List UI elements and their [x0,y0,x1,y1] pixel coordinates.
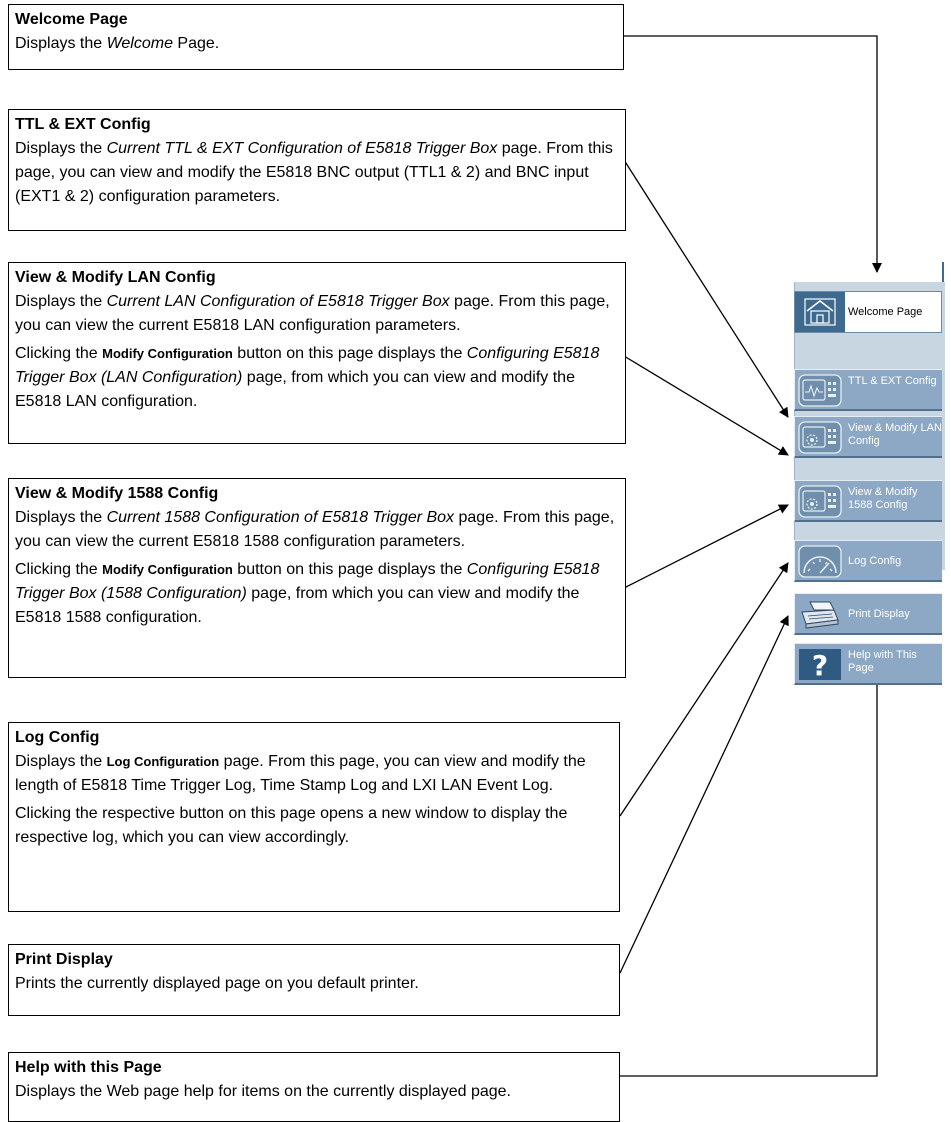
callout-print-display: Print Display Prints the currently displ… [8,944,620,1016]
callout-title: View & Modify LAN Config [15,269,216,286]
nav-welcome-page[interactable]: Welcome Page [794,291,942,333]
callout-text: Clicking the Modify Configuration button… [15,345,600,410]
callout-text: Displays the Current TTL & EXT Configura… [15,140,613,205]
leader-print [619,615,789,974]
leader-lan [623,355,789,456]
nav-label: TTL & EXT Config [848,375,937,387]
callout-text: Prints the currently displayed page on y… [15,975,419,992]
nav-label: View & Modify LAN Config [848,422,942,447]
nav-1588-config[interactable]: View & Modify 1588 Config [794,480,942,522]
svg-text:?: ? [812,649,828,681]
callout-ttl-ext-config: TTL & EXT Config Displays the Current TT… [8,109,626,231]
question-icon: ? [799,649,841,681]
home-icon [804,298,836,326]
gauge-icon [798,545,842,578]
callout-text: Clicking the respective button on this p… [15,805,568,846]
callout-title: Print Display [15,951,113,968]
callout-lan-config: View & Modify LAN Config Displays the Cu… [8,262,626,444]
callout-text: Clicking the Modify Configuration button… [15,561,600,626]
nav-print-display[interactable]: Print Display [794,593,942,635]
callout-text: Displays the Current 1588 Configuration … [15,509,615,550]
nav-label: View & Modify 1588 Config [848,486,918,511]
nav-label: Print Display [848,608,910,620]
leader-1588 [623,504,789,589]
callout-text: Displays the Current LAN Configuration o… [15,293,610,334]
leader-welcome [624,35,882,273]
nav-help-page[interactable]: ? Help with This Page [794,643,942,685]
callout-title: Help with this Page [15,1059,162,1076]
callout-welcome-page: Welcome Page Displays the Welcome Page. [8,4,624,70]
callout-1588-config: View & Modify 1588 Config Displays the C… [8,478,626,678]
nav-ttl-ext-config[interactable]: TTL & EXT Config [794,369,942,411]
oscilloscope-icon [798,374,842,407]
callout-title: Welcome Page [15,11,128,28]
callout-text: Displays the Log Configuration page. Fro… [15,753,586,794]
instrument-gear-icon [798,421,842,454]
nav-label: Log Config [848,555,902,567]
nav-label: Help with This Page [848,649,917,674]
instrument-gear-icon [798,485,842,518]
nav-lan-config[interactable]: View & Modify LAN Config [794,416,942,458]
panel-border [942,262,944,284]
callout-log-config: Log Config Displays the Log Configuratio… [8,722,620,912]
callout-text: Displays the Web page help for items on … [15,1083,511,1100]
leader-ttl [623,159,789,418]
leader-help [620,663,882,1077]
callout-title: Log Config [15,729,100,746]
nav-log-config[interactable]: Log Config [794,540,942,582]
printer-icon [801,601,839,629]
callout-text: Displays the Welcome Page. [15,35,220,52]
nav-label: Welcome Page [848,306,923,318]
callout-title: View & Modify 1588 Config [15,485,219,502]
callout-title: TTL & EXT Config [15,116,151,133]
callout-help-page: Help with this Page Displays the Web pag… [8,1052,620,1122]
leader-log [619,562,789,817]
